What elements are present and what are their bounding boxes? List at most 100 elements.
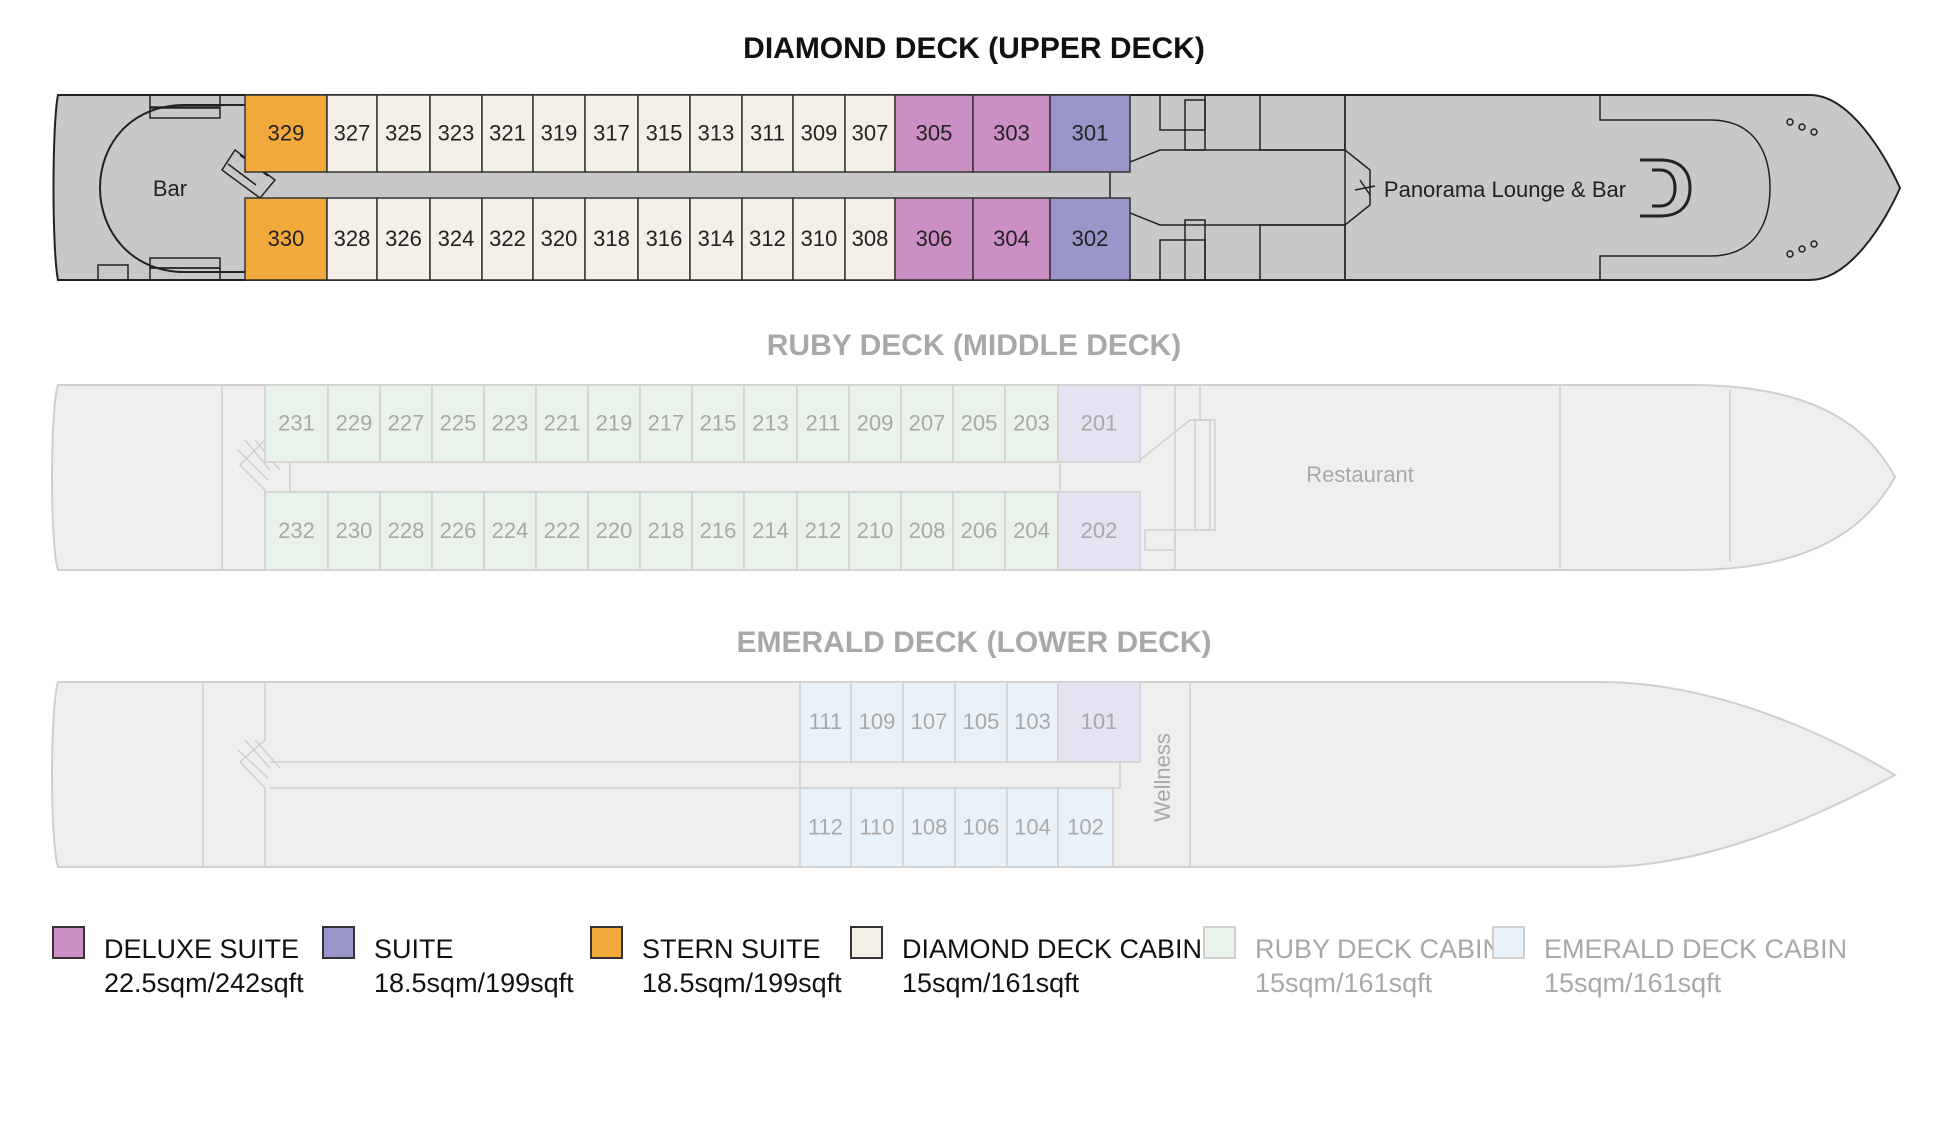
cabin-308[interactable] (844, 197, 896, 281)
cabin-231[interactable] (264, 384, 329, 463)
panorama-lounge-label: Panorama Lounge & Bar (1384, 177, 1626, 202)
cabin-314[interactable] (689, 197, 743, 281)
legend-name: DIAMOND DECK CABIN (902, 934, 1203, 964)
cabin-304[interactable] (972, 197, 1051, 281)
cabin-310[interactable] (792, 197, 846, 281)
cabin-105[interactable] (954, 681, 1008, 763)
cabin-number-221: 221 (544, 410, 581, 435)
cabin-229[interactable] (327, 384, 381, 463)
cabin-319[interactable] (532, 94, 586, 173)
cabin-104[interactable] (1006, 787, 1059, 868)
cabin-307[interactable] (844, 94, 896, 173)
legend-swatch (52, 926, 85, 959)
cabin-number-230: 230 (336, 518, 373, 543)
cabin-102[interactable] (1057, 787, 1114, 868)
cabin-207[interactable] (900, 384, 954, 463)
cabin-209[interactable] (848, 384, 902, 463)
cabin-317[interactable] (584, 94, 639, 173)
cabin-number-319: 319 (541, 120, 578, 145)
cabin-218[interactable] (639, 491, 693, 571)
cabin-318[interactable] (584, 197, 639, 281)
cabin-number-223: 223 (492, 410, 529, 435)
deck-title-ruby: RUBY DECK (MIDDLE DECK) (767, 329, 1181, 362)
cabin-103[interactable] (1006, 681, 1059, 763)
legend-name: STERN SUITE (642, 934, 821, 964)
cabin-322[interactable] (481, 197, 534, 281)
cabin-number-314: 314 (698, 226, 735, 251)
cabin-225[interactable] (431, 384, 485, 463)
cabin-327[interactable] (326, 94, 378, 173)
cabin-312[interactable] (741, 197, 794, 281)
cabin-228[interactable] (379, 491, 433, 571)
cabin-202[interactable] (1057, 491, 1141, 571)
cabin-number-222: 222 (544, 518, 581, 543)
cabin-224[interactable] (483, 491, 537, 571)
cabin-number-232: 232 (278, 518, 315, 543)
cabin-324[interactable] (429, 197, 483, 281)
cabin-329[interactable] (244, 94, 328, 173)
cabin-number-111: 111 (809, 709, 842, 734)
cabin-number-209: 209 (857, 410, 894, 435)
cabin-323[interactable] (429, 94, 483, 173)
cabin-number-212: 212 (805, 518, 842, 543)
cabin-number-323: 323 (438, 120, 475, 145)
deck-title-emerald: EMERALD DECK (LOWER DECK) (737, 626, 1212, 659)
cabin-106[interactable] (954, 787, 1008, 868)
cabin-311[interactable] (741, 94, 794, 173)
cabin-205[interactable] (952, 384, 1006, 463)
cabin-206[interactable] (952, 491, 1006, 571)
cabin-215[interactable] (691, 384, 745, 463)
cabin-232[interactable] (264, 491, 329, 571)
cabin-number-228: 228 (388, 518, 425, 543)
cabin-302[interactable] (1049, 197, 1131, 281)
cabin-222[interactable] (535, 491, 589, 571)
cabin-223[interactable] (483, 384, 537, 463)
cabin-201[interactable] (1057, 384, 1141, 463)
bar-label: Bar (153, 176, 187, 201)
cabin-101[interactable] (1057, 681, 1141, 763)
cabin-number-219: 219 (596, 410, 633, 435)
cabin-212[interactable] (796, 491, 850, 571)
cabin-204[interactable] (1004, 491, 1059, 571)
cabin-226[interactable] (431, 491, 485, 571)
cabin-number-214: 214 (752, 518, 789, 543)
cabin-216[interactable] (691, 491, 745, 571)
legend-swatch (850, 926, 883, 959)
legend-size: 22.5sqm/242sqft (104, 968, 304, 998)
cabin-305[interactable] (894, 94, 974, 173)
ruby-corridor (289, 461, 1061, 493)
cabin-number-112: 112 (808, 814, 843, 839)
cabin-321[interactable] (481, 94, 534, 173)
cabin-number-205: 205 (961, 410, 998, 435)
cabin-309[interactable] (792, 94, 846, 173)
cabin-number-312: 312 (749, 226, 786, 251)
legend-swatch (590, 926, 623, 959)
cabin-number-103: 103 (1014, 709, 1051, 734)
diamond-corridor (330, 172, 1120, 198)
cabin-110[interactable] (850, 787, 904, 868)
cabin-330[interactable] (244, 197, 328, 281)
cabin-217[interactable] (639, 384, 693, 463)
cabin-230[interactable] (327, 491, 381, 571)
cabin-220[interactable] (587, 491, 641, 571)
cabin-number-302: 302 (1072, 226, 1109, 251)
legend-swatch (1492, 926, 1525, 959)
cabin-214[interactable] (743, 491, 798, 571)
cabin-221[interactable] (535, 384, 589, 463)
cabin-301[interactable] (1049, 94, 1131, 173)
cabin-325[interactable] (376, 94, 431, 173)
bar-area (98, 104, 245, 273)
cabin-number-213: 213 (752, 410, 789, 435)
cabin-number-309: 309 (801, 120, 838, 145)
legend-size: 18.5sqm/199sqft (374, 968, 574, 998)
cabin-number-321: 321 (489, 120, 526, 145)
cabin-109[interactable] (850, 681, 904, 763)
cabin-213[interactable] (743, 384, 798, 463)
cabin-227[interactable] (379, 384, 433, 463)
cabin-number-327: 327 (334, 120, 371, 145)
cabin-326[interactable] (376, 197, 431, 281)
cabin-number-317: 317 (593, 120, 630, 145)
cabin-303[interactable] (972, 94, 1051, 173)
cabin-108[interactable] (902, 787, 956, 868)
